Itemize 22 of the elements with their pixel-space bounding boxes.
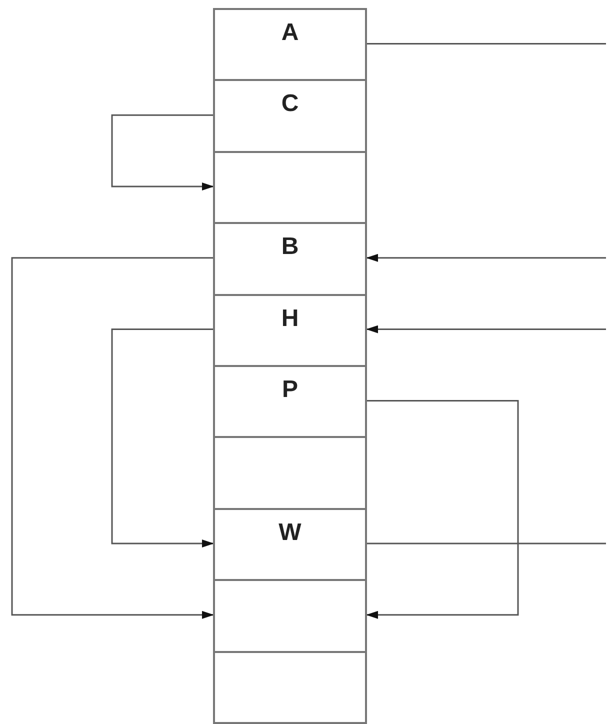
memory-cell <box>213 294 367 367</box>
letter-label: W <box>278 520 302 546</box>
memory-cell <box>213 436 367 510</box>
memory-cell <box>213 579 367 653</box>
memory-cell <box>213 79 367 153</box>
memory-cell <box>213 222 367 296</box>
arrow <box>366 325 606 334</box>
letter-label: B <box>281 234 299 260</box>
arrow <box>366 254 606 262</box>
memory-cell <box>213 150 367 224</box>
arrow <box>111 328 214 548</box>
arrow <box>366 400 519 619</box>
memory-cell <box>213 650 367 724</box>
memory-cell <box>213 8 367 82</box>
arrow <box>11 257 214 619</box>
letter-label: H <box>281 306 299 332</box>
memory-cell <box>213 365 367 438</box>
memory-cell <box>213 508 367 582</box>
letter-label: C <box>281 91 299 118</box>
letter-label: P <box>282 377 298 403</box>
letter-label: A <box>281 20 299 46</box>
arrow <box>111 114 214 190</box>
